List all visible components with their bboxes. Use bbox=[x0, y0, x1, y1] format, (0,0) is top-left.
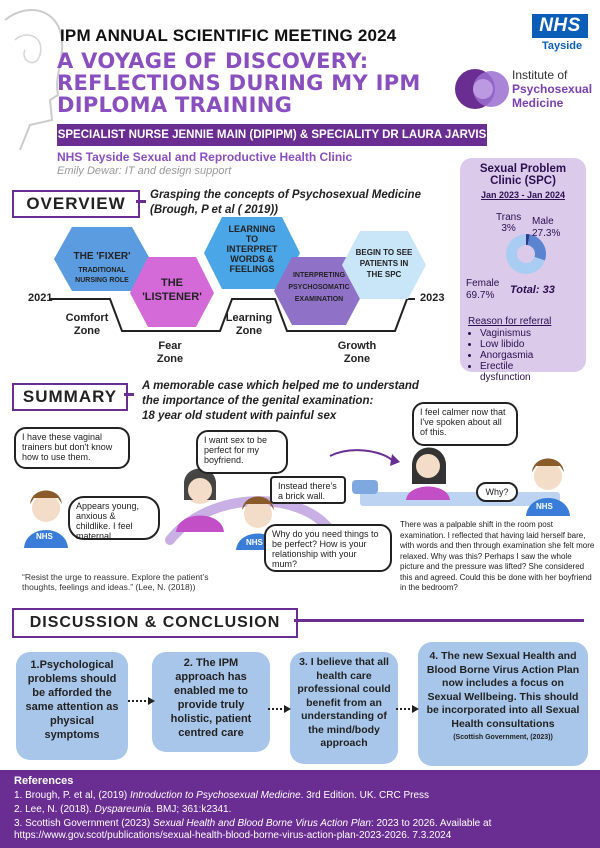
bubble-why: Why? bbox=[476, 482, 518, 502]
bubble-trainers: I have these vaginal trainers but don't … bbox=[14, 427, 130, 469]
hex-listener: THE 'LISTENER' bbox=[142, 277, 202, 303]
nhs-badge-middle: NHS bbox=[246, 538, 263, 547]
bubble-calmer: I feel calmer now that I've spoken about… bbox=[412, 402, 518, 446]
list-item: Low libido bbox=[480, 339, 590, 350]
hex-learning: LEARNING TO INTERPRET WORDS & FEELINGS bbox=[226, 224, 278, 274]
list-item: Anorgasmia bbox=[480, 350, 590, 361]
overview-heading: OVERVIEW bbox=[12, 190, 140, 218]
case-reflection-text: There was a palpable shift in the room p… bbox=[400, 520, 595, 592]
heading-rule bbox=[124, 393, 134, 396]
references-footer bbox=[0, 770, 600, 848]
tayside-label: Tayside bbox=[542, 40, 583, 52]
reference-3-url: https://www.gov.scot/publications/sexual… bbox=[14, 830, 452, 841]
summary-subtitle-line-1: A memorable case which helped me to unde… bbox=[142, 380, 419, 392]
nhs-badge-right: NHS bbox=[536, 502, 553, 511]
poster-title-line-1: A VOYAGE OF DISCOVERY: bbox=[57, 49, 369, 73]
head-outline-icon bbox=[4, 9, 64, 150]
poster-title-line-2: REFLECTIONS DURING MY IPM bbox=[57, 71, 421, 95]
reference-2: 2. Lee, N. (2018). Dyspareunia. BMJ; 361… bbox=[14, 804, 232, 815]
spc-total: Total: 33 bbox=[510, 284, 555, 296]
heading-rule bbox=[136, 200, 146, 203]
case-illustration bbox=[24, 447, 570, 550]
spc-pie-chart bbox=[506, 234, 546, 274]
spc-referral-list: Vaginismus Low libido Anorgasmia Erectil… bbox=[462, 328, 590, 383]
conclusion-point-3: 3. I believe that all health care profes… bbox=[290, 652, 398, 764]
overview-subtitle-line-1: Grasping the concepts of Psychosexual Me… bbox=[150, 189, 421, 201]
bubble-brickwall: Instead there's a brick wall. bbox=[270, 476, 346, 504]
spc-title: Sexual Problem Clinic (SPC) bbox=[479, 163, 567, 187]
hex-fixer: THE 'FIXER' TRADITIONAL NURSING ROLE bbox=[73, 251, 131, 285]
spc-period: Jan 2023 - Jan 2024 bbox=[480, 190, 566, 200]
bubble-perfect: I want sex to be perfect for my boyfrien… bbox=[196, 430, 288, 474]
list-item: Vaginismus bbox=[480, 328, 590, 339]
overview-subtitle-line-2: (Brough, P et al ( 2019)) bbox=[150, 204, 279, 216]
reference-3: 3. Scottish Government (2023) Sexual Hea… bbox=[14, 818, 492, 841]
summary-subtitle-line-3: 18 year old student with painful sex bbox=[142, 410, 337, 422]
summary-subtitle-line-2: the importance of the genital examinatio… bbox=[142, 395, 374, 407]
year-start: 2021 bbox=[28, 292, 53, 304]
nhs-logo: NHS bbox=[532, 14, 588, 38]
arrow-right-icon bbox=[396, 705, 419, 713]
conclusion-point-1: 1.Psychological problems should be affor… bbox=[16, 652, 128, 760]
hex-interpreting: INTERPRETING PSYCHOSOMATIC EXAMINATION bbox=[288, 272, 350, 303]
arrow-right-icon bbox=[268, 705, 291, 713]
spc-referral-heading: Reason for referral bbox=[468, 316, 552, 327]
year-end: 2023 bbox=[420, 292, 445, 304]
discussion-heading: DISCUSSION & CONCLUSION bbox=[12, 608, 298, 638]
references-heading: References bbox=[14, 775, 74, 787]
clinic-name: NHS Tayside Sexual and Reproductive Heal… bbox=[57, 150, 353, 164]
ipm-logo-text: Institute of Psychosexual Medicine bbox=[512, 68, 593, 110]
ipm-logo-icon bbox=[455, 69, 509, 109]
journey-diagram bbox=[50, 217, 426, 332]
conclusion-point-4: 4. The new Sexual Health and Blood Borne… bbox=[418, 642, 588, 766]
bubble-appears: Appears young, anxious & childlike. I fe… bbox=[68, 496, 160, 541]
design-credit: Emily Dewar: IT and design support bbox=[57, 165, 232, 177]
conclusion-point-2: 2. The IPM approach has enabled me to pr… bbox=[152, 652, 270, 752]
summary-heading: SUMMARY bbox=[12, 383, 128, 411]
meeting-title: IPM ANNUAL SCIENTIFIC MEETING 2024 bbox=[60, 26, 397, 45]
arrow-right-icon bbox=[128, 697, 155, 705]
bubble-why-perfect: Why do you need things to be perfect? Ho… bbox=[264, 524, 392, 572]
heading-rule bbox=[294, 619, 584, 622]
hex-begin: BEGIN TO SEE PATIENTS IN THE SPC bbox=[355, 248, 413, 279]
nhs-badge-left: NHS bbox=[36, 532, 53, 541]
quote-lee: “Resist the urge to reassure. Explore th… bbox=[22, 572, 209, 592]
reference-1: 1. Brough, P. et al, (2019) Introduction… bbox=[14, 790, 430, 801]
poster-title-line-3: DIPLOMA TRAINING bbox=[57, 93, 293, 117]
authors-banner: SPECIALIST NURSE JENNIE MAIN (DIPIPM) & … bbox=[57, 124, 487, 163]
